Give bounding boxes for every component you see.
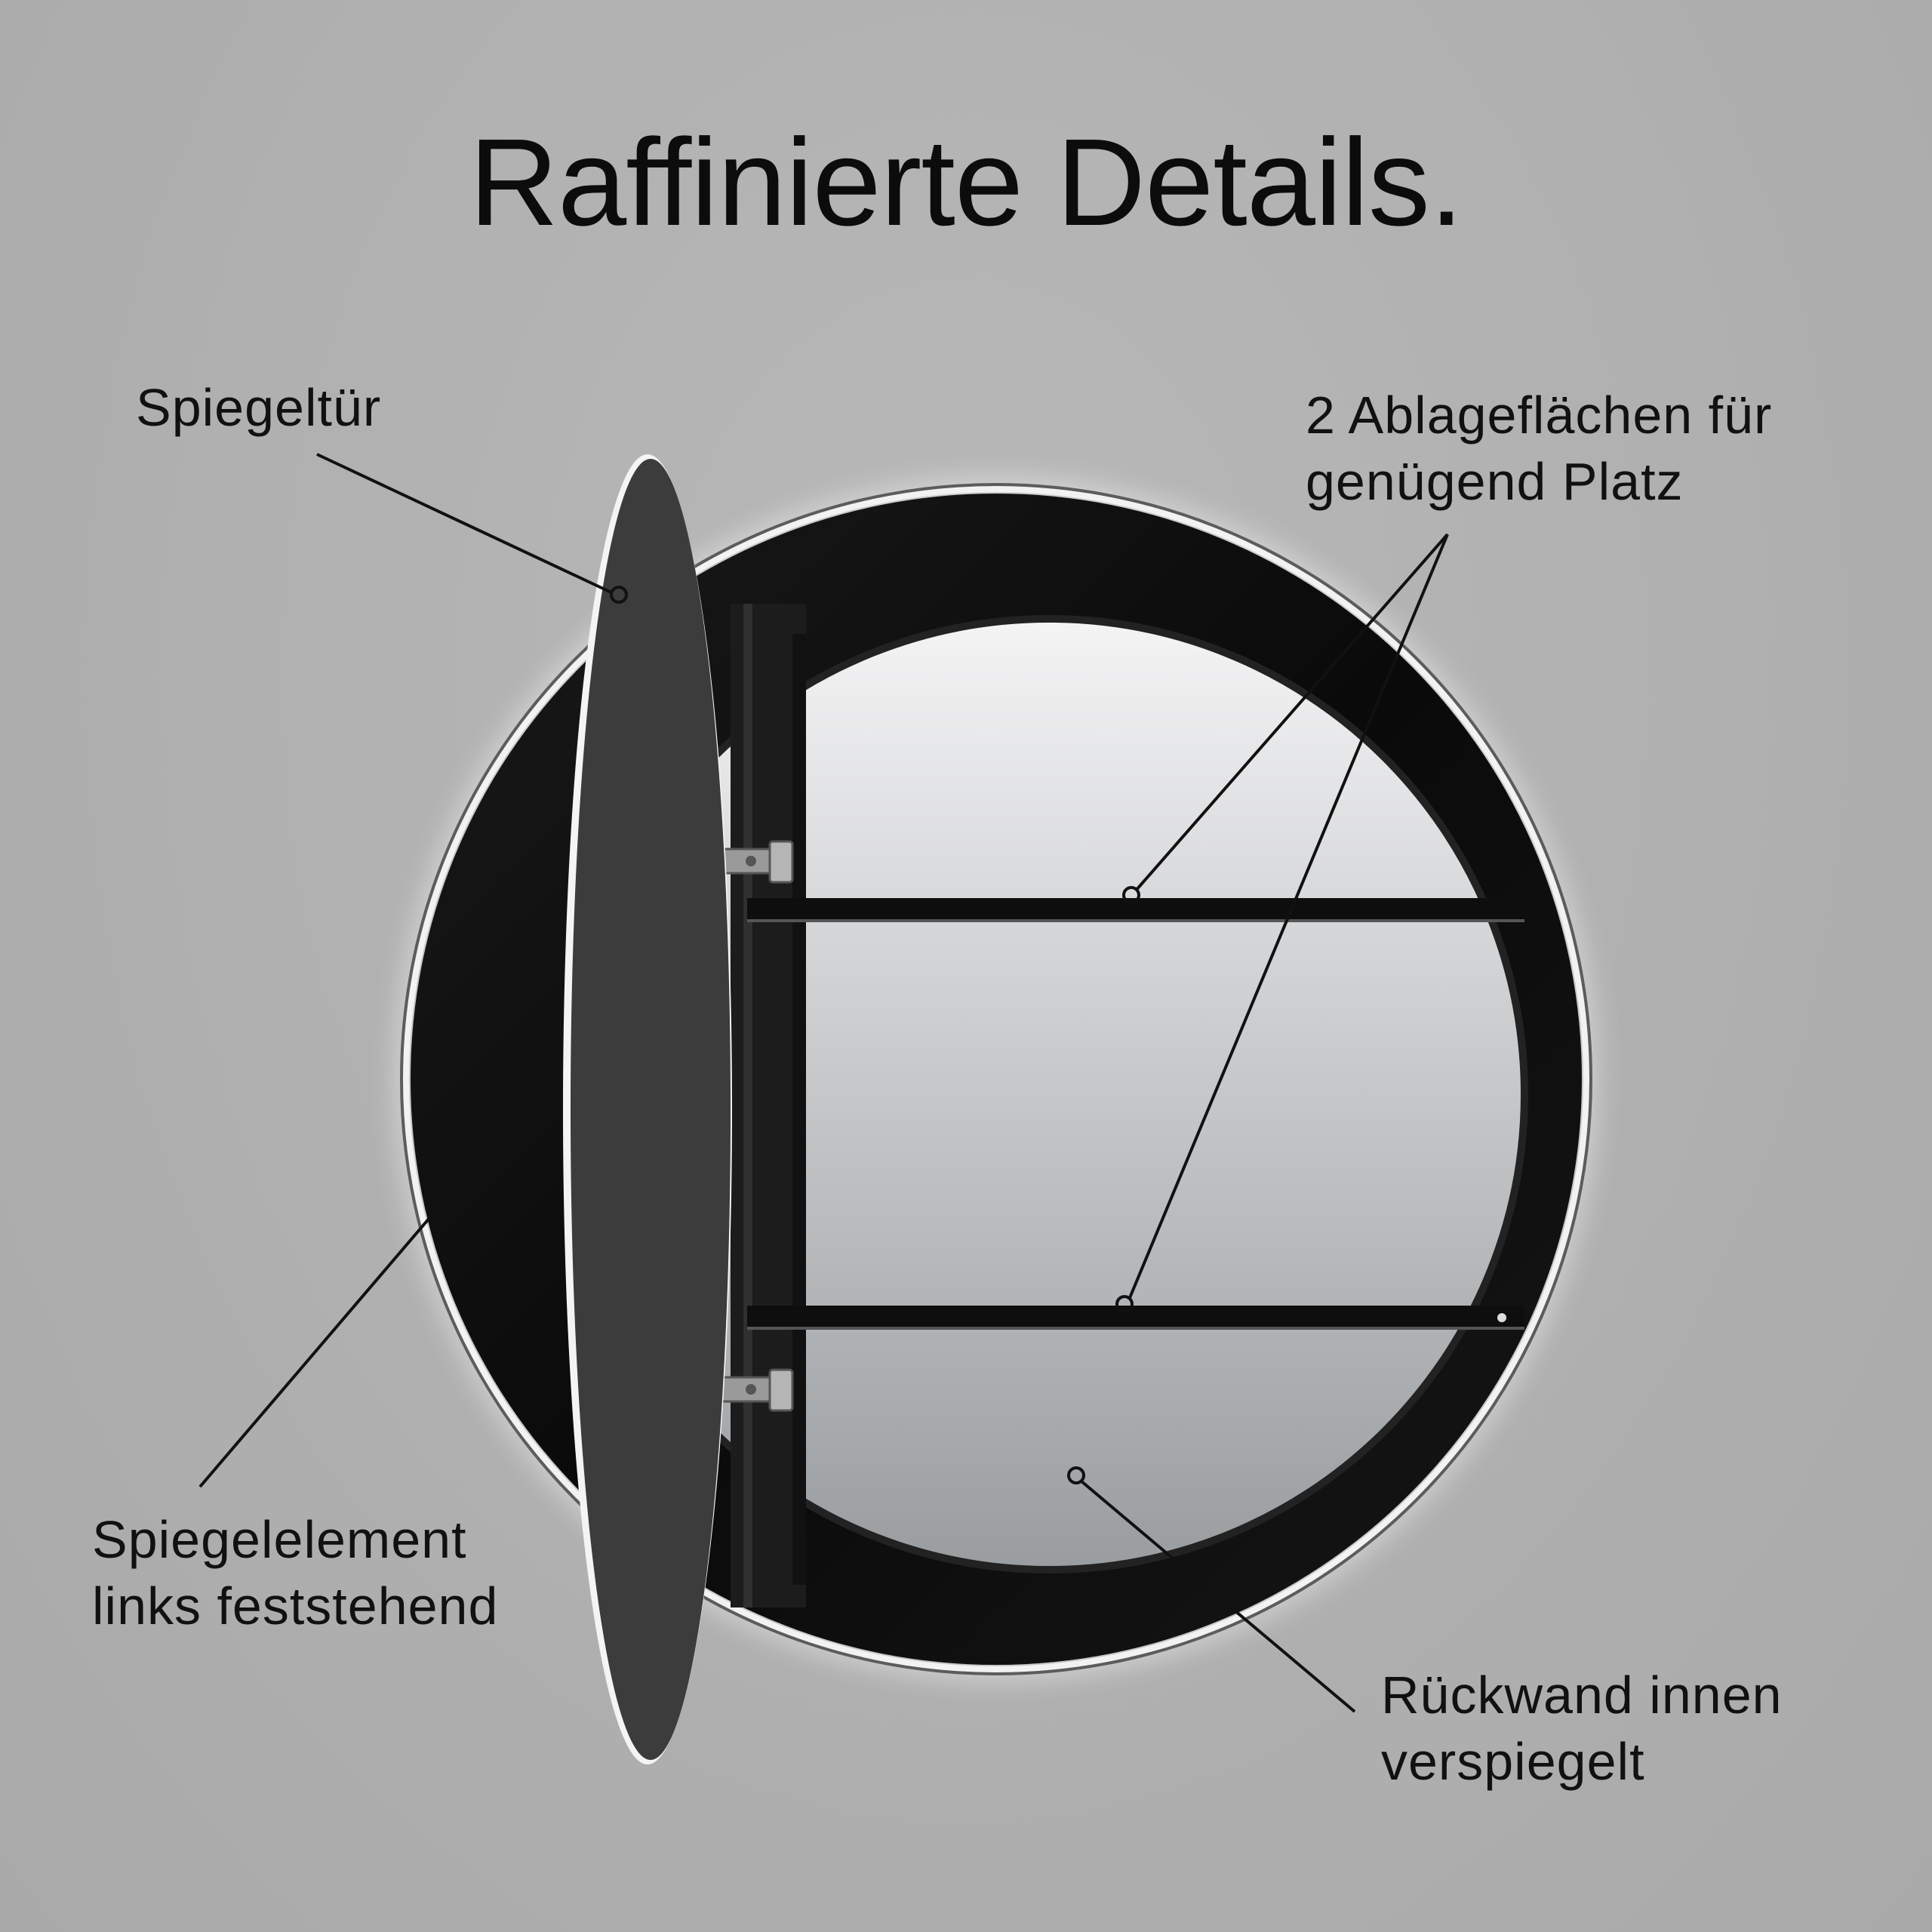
label-line: 2 Ablageflächen für — [1306, 386, 1773, 445]
mirrored-back-wall — [574, 619, 1524, 1570]
page-title: Raffinierte Details. — [469, 113, 1464, 251]
label-back-wall: Rückwand innen verspiegelt — [1381, 1662, 1783, 1795]
label-shelves: 2 Ablageflächen für genügend Platz — [1306, 382, 1772, 515]
label-line: Spiegelelement — [92, 1510, 467, 1569]
label-line: Rückwand innen — [1381, 1666, 1783, 1724]
led-ring — [403, 486, 1589, 1672]
callout-lines — [198, 453, 1449, 1713]
outer-edge — [400, 483, 1592, 1675]
mirror-door — [571, 459, 731, 1760]
label-line: Spiegeltür — [136, 378, 382, 437]
callout-dots — [483, 586, 1140, 1484]
label-line: verspiegelt — [1381, 1732, 1645, 1791]
label-fixed-mirror-element: Spiegelelement links feststehend — [92, 1506, 498, 1639]
label-line: genügend Platz — [1306, 452, 1684, 511]
label-mirror-door: Spiegeltür — [136, 374, 381, 441]
shelf-bottom — [747, 1306, 1524, 1328]
label-line: links feststehend — [92, 1577, 499, 1635]
